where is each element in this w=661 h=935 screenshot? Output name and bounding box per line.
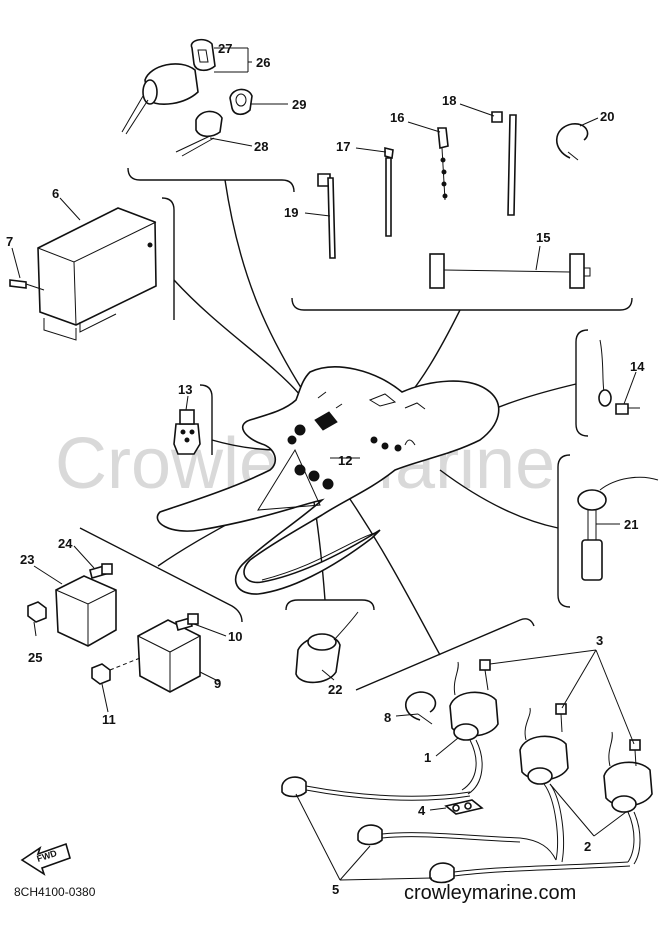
- callout-13: 13: [178, 382, 192, 397]
- callout-28: 28: [254, 139, 268, 154]
- bracket-right-21: [557, 454, 571, 608]
- plug-lead-5c: [429, 861, 631, 884]
- bolt-7: [9, 279, 45, 291]
- cdi-unit: [37, 207, 157, 341]
- callout-25: 25: [28, 650, 42, 665]
- bracket-lower-left: [79, 527, 243, 623]
- ignition-coil-2b: [603, 731, 653, 865]
- ignition-coil-1: [449, 661, 499, 795]
- leader-21: [439, 469, 559, 529]
- callout-27: 27: [218, 41, 232, 56]
- bolt-24: [89, 563, 113, 579]
- stop-switch-28: [175, 110, 223, 157]
- callout-12: 12: [338, 453, 352, 468]
- key-27: [190, 38, 216, 72]
- callout-24: 24: [58, 536, 73, 551]
- leader-top-group: [224, 179, 311, 403]
- plug-lead-5a: [281, 776, 471, 801]
- ground-lead-14: [598, 339, 640, 415]
- band-18: [491, 111, 517, 216]
- site-credit: crowleymarine.com: [404, 882, 576, 904]
- bracket-top-left: [127, 167, 295, 193]
- callout-26: 26: [256, 55, 270, 70]
- bolt-10: [175, 613, 199, 631]
- ignition-coil-2a: [519, 707, 569, 863]
- nut-25: [27, 601, 47, 623]
- clip-20: [555, 123, 589, 161]
- callout-3: 3: [596, 633, 603, 648]
- main-wire-harness: [156, 366, 500, 595]
- bracket-coils: [355, 618, 535, 691]
- callout-23: 23: [20, 552, 34, 567]
- bracket-22: [285, 599, 375, 611]
- main-switch-26: [121, 63, 199, 135]
- callout-11: 11: [102, 712, 116, 727]
- callout-29: 29: [292, 97, 306, 112]
- callout-22: 22: [328, 682, 342, 697]
- bracket-top-right: [291, 297, 633, 311]
- callout-5: 5: [332, 882, 339, 897]
- nut-11: [91, 657, 141, 685]
- sensor-21: [577, 476, 659, 581]
- callout-10: 10: [228, 629, 242, 644]
- callout-2: 2: [584, 839, 591, 854]
- callout-18: 18: [442, 93, 456, 108]
- band-17: [384, 146, 394, 237]
- unit-9: [137, 619, 201, 693]
- callout-20: 20: [600, 109, 614, 124]
- callout-leaders: [11, 47, 637, 881]
- relay-13: [173, 409, 201, 455]
- callout-4: 4: [418, 803, 426, 818]
- cable-15: [429, 253, 591, 289]
- callout-21: 21: [624, 517, 638, 532]
- leader-ecu: [173, 279, 301, 396]
- callout-16: 16: [390, 110, 404, 125]
- plug-lead-5b: [357, 824, 557, 861]
- callout-6: 6: [52, 186, 59, 201]
- bracket-left-ecu: [161, 197, 175, 320]
- callout-15: 15: [536, 230, 550, 245]
- clip-8: [404, 691, 437, 725]
- callout-17: 17: [336, 139, 350, 154]
- cap-29: [229, 88, 253, 116]
- condenser-22: [295, 611, 359, 684]
- diagram-code: 8CH4100-0380: [14, 885, 96, 899]
- bracket-right-14: [575, 329, 589, 437]
- fwd-arrow-icon: FWD: [20, 842, 71, 876]
- band-16: [437, 127, 449, 201]
- callout-14: 14: [630, 359, 645, 374]
- callout-8: 8: [384, 710, 391, 725]
- callout-7: 7: [6, 234, 13, 249]
- callout-9: 9: [214, 676, 221, 691]
- holder-4: [444, 799, 484, 815]
- band-19: [317, 173, 336, 259]
- regulator-23: [55, 575, 117, 647]
- callout-1: 1: [424, 750, 431, 765]
- bracket-left-13: [199, 384, 213, 455]
- callout-19: 19: [284, 205, 298, 220]
- bolts-3: [479, 659, 641, 767]
